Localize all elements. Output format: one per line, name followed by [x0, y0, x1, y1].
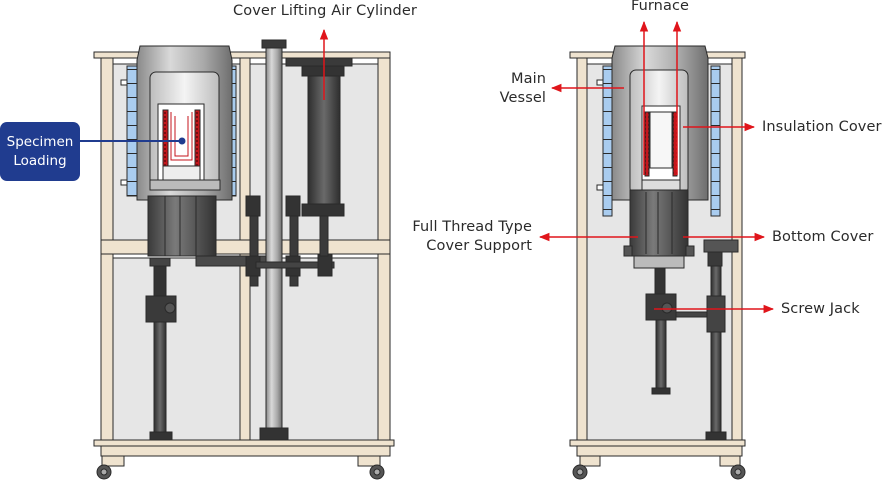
label-furnace: Furnace	[630, 0, 690, 14]
left-machine	[80, 28, 395, 480]
left-casters	[96, 455, 385, 480]
callout-line1: Specimen	[6, 133, 74, 150]
callout-line2: Loading	[13, 152, 67, 169]
right-bottom-cover	[623, 189, 721, 395]
label-cover-support-line1: Full Thread Type	[412, 219, 532, 235]
right-casters	[572, 455, 746, 480]
label-air-cylinder: Cover Lifting Air Cylinder	[233, 3, 417, 19]
label-main-vessel-line2: Vessel	[499, 90, 546, 106]
label-main-vessel-line1: Main	[510, 71, 546, 87]
label-screw-jack: Screw Jack	[781, 301, 860, 317]
left-guide-rods	[245, 39, 335, 441]
callout-dot-specimen	[178, 137, 186, 145]
label-insulation-cover: Insulation Cover	[762, 119, 882, 135]
specimen-loading-callout: Specimen Loading	[0, 122, 80, 181]
label-cover-support-line2: Cover Support	[426, 238, 532, 254]
label-bottom-cover: Bottom Cover	[772, 229, 874, 245]
left-main-vessel	[120, 45, 237, 201]
right-machine	[538, 20, 775, 480]
right-cover-support	[703, 239, 739, 441]
left-bottom-cover	[145, 195, 267, 441]
